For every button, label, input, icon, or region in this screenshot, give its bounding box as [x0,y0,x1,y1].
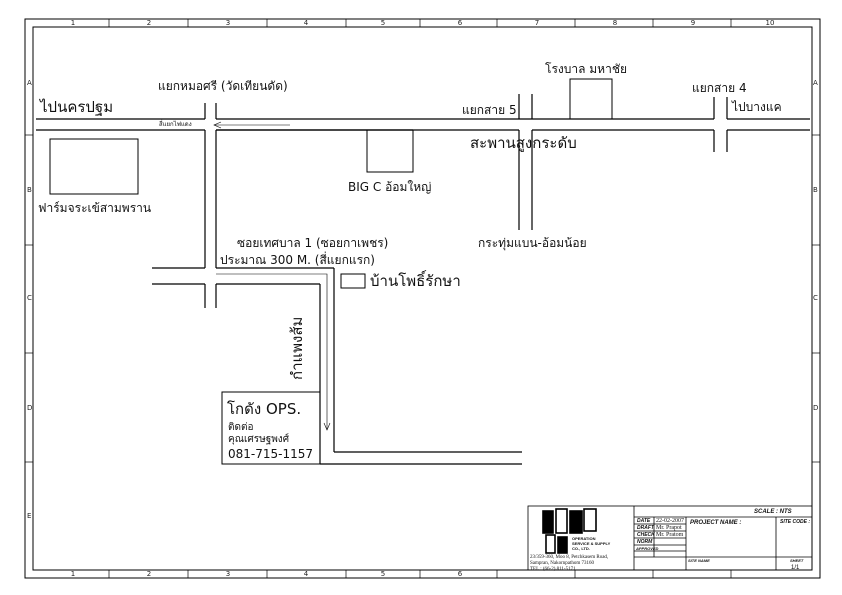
label-main-road: สะพานสูงกระดับ [470,134,577,152]
check-value: Mr. Pratom [656,532,684,538]
ruler-row-a-right: A [813,79,818,87]
approved-label: APPROVED [636,546,659,551]
ruler-col-1-bottom: 1 [70,570,76,578]
ruler-row-b-right: B [813,186,818,194]
label-mo-sri-intersection: แยกหมอศรี (วัดเทียนดัด) [158,79,288,93]
norm-label: NORM [637,539,653,545]
date-label: DATE [637,518,651,524]
ruler-ticks [25,19,820,578]
ruler-col-7: 7 [534,19,540,27]
ruler-col-5: 5 [380,19,386,27]
ruler-col-3: 3 [225,19,231,27]
label-kratum-road: กระทุ่มแบน-อ้อมน้อย [478,236,587,250]
label-big-c: BIG C อ้อมใหญ่ [348,180,432,194]
ruler-col-1: 1 [70,19,76,27]
ruler-col-10: 10 [765,19,775,27]
address-line-2: Sampran, Nakornpathom 73160 [530,561,595,566]
label-soi-distance: ประมาณ 300 M. (สี่แยกแรก) [220,253,375,267]
company-line-1: OPERATION [572,536,596,541]
contact-label: ติดต่อ [228,422,254,433]
label-to-bang-khae: ไปบางแค [732,100,782,114]
address-line-1: 23/359-360, Moo 8, Petchkasem Road, [530,555,609,560]
draft-value: Mr. Prapot [656,525,682,531]
site-name-label: SITE NAME [688,558,710,563]
hospital-building [569,78,613,120]
label-crocodile-farm: ฟาร์มจระเข้สามพราน [38,201,152,215]
ruler-row-d: D [27,404,33,412]
contact-phone: 081-715-1157 [228,447,314,461]
label-intersection-5: แยกสาย 5 [462,103,517,117]
roads [36,94,810,465]
inner-border [32,26,813,571]
ruler-row-b: B [27,186,32,194]
label-to-nakhon-pathom: ไปนครปฐม [40,98,114,116]
ruler-row-c-right: C [813,294,818,302]
buildings [49,78,613,465]
sheet-value: 1/1 [791,565,800,571]
ruler-col-4-bottom: 4 [303,570,309,578]
ruler-col-2: 2 [146,19,152,27]
address-line-3: TEL : (66-2) 811-5171 [530,567,576,572]
date-value: 22-02-2007 [656,518,684,524]
scale-label: SCALE : NTS [754,509,792,515]
ruler-col-2-bottom: 2 [146,570,152,578]
ruler-col-5-bottom: 5 [380,570,386,578]
warehouse-building [221,391,321,465]
ruler-col-8: 8 [612,19,618,27]
check-label: CHECK [637,532,655,538]
label-traffic-light: สี่แยกไฟแดง [159,121,192,128]
label-kampaeng-road: กำแพงส้ม [288,316,306,380]
ops-logo [542,508,597,554]
ban-pho-building [340,273,366,289]
ruler-col-3-bottom: 3 [225,570,231,578]
label-intersection-4: แยกสาย 4 [692,81,747,95]
title-block-frame [527,505,813,571]
ruler-col-9: 9 [690,19,696,27]
sheet-label: SHEET [790,558,804,563]
ruler-col-6-bottom: 6 [457,570,463,578]
big-c-building [366,129,414,173]
ruler-row-d-right: D [813,404,819,412]
ruler-col-6: 6 [457,19,463,27]
label-ban-pho: บ้านโพธิ์รักษา [370,272,461,290]
ruler-row-a: A [27,79,32,87]
label-mahachai-hospital: โรงบาล มหาชัย [545,62,628,76]
company-line-3: CO., LTD. [572,546,590,551]
ruler-row-e: E [27,512,32,520]
ruler-col-4: 4 [303,19,309,27]
project-name-label: PROJECT NAME : [690,520,742,526]
ruler-row-c: C [27,294,32,302]
site-code-label: SITE CODE : [780,519,811,525]
label-soi-name: ซอยเทศบาล 1 (ซอยกาเพชร) [237,236,389,250]
crocodile-farm-building [49,138,139,195]
draft-label: DRAFT [637,525,654,531]
contact-name: คุณเศรษฐพงศ์ [228,434,290,445]
outer-border [24,18,821,579]
company-line-2: SERVICE & SUPPLY [572,541,611,546]
warehouse-title: โกดัง OPS. [227,400,302,418]
